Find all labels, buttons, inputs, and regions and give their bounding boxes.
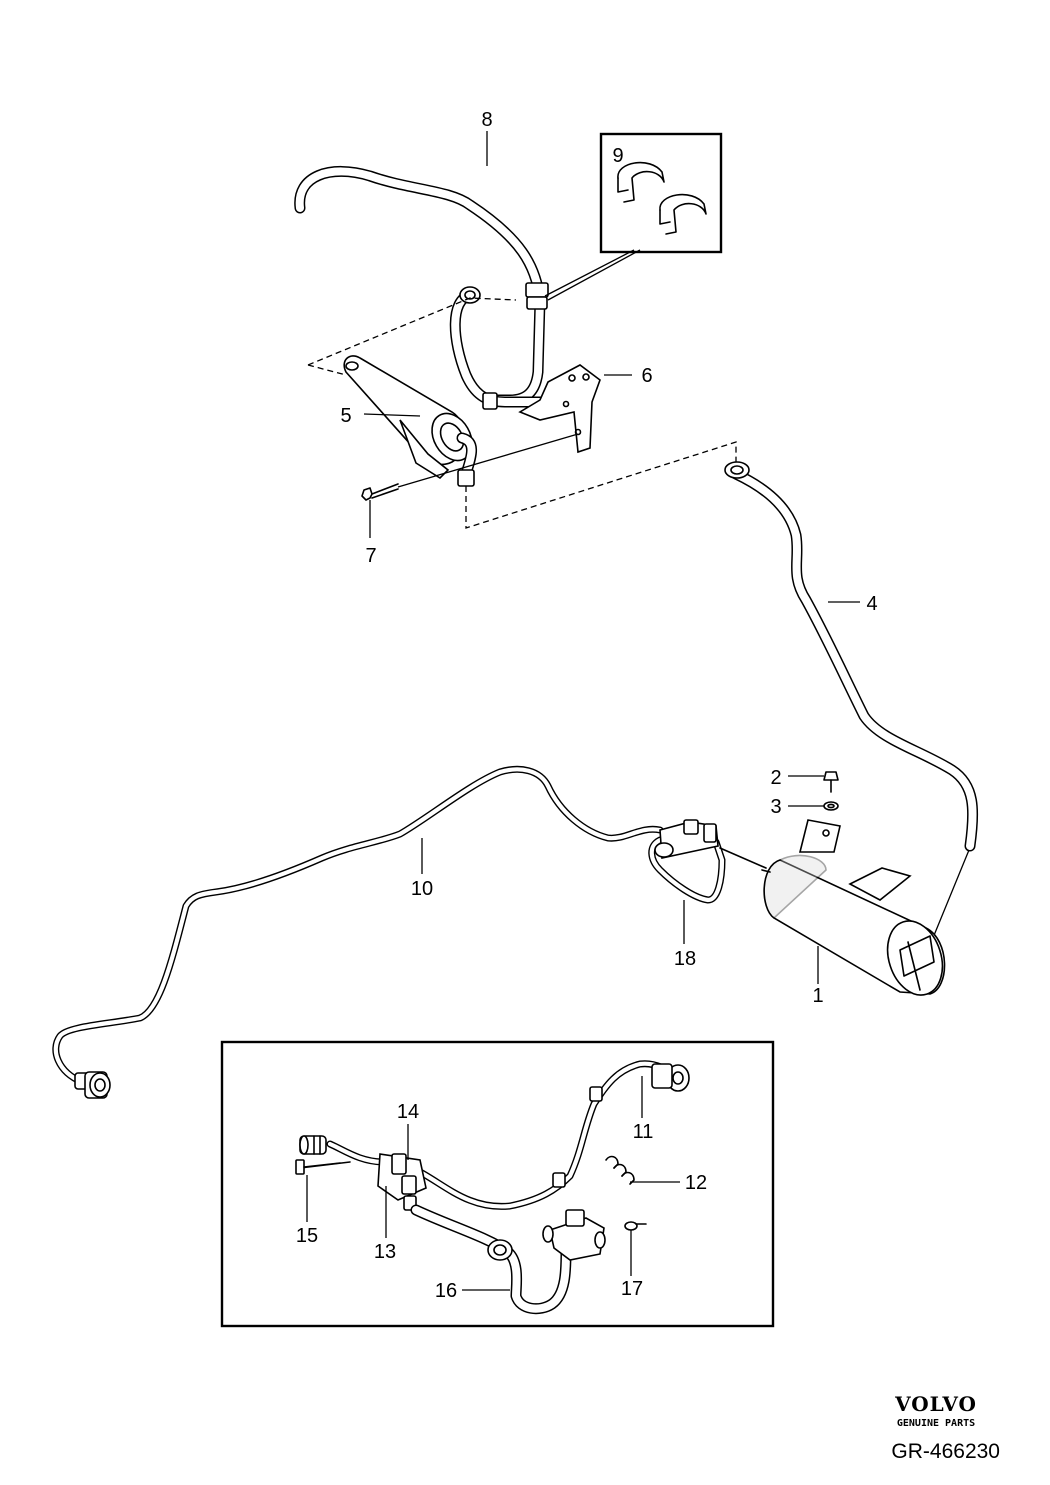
clips-12: [605, 1155, 635, 1185]
callout-15: 15: [296, 1225, 318, 1247]
leader-lines: [306, 131, 860, 1291]
callout-17: 17: [621, 1278, 643, 1300]
hose-16: [410, 1204, 572, 1315]
hose-loop: [449, 286, 561, 410]
pipe-10: [52, 765, 664, 1099]
callout-10: 10: [411, 878, 433, 900]
callout-11: 11: [633, 1121, 654, 1143]
clip-detail-box: [544, 132, 723, 301]
callout-12: 12: [685, 1172, 707, 1194]
callout-9: 9: [612, 145, 623, 167]
callout-2: 2: [770, 767, 781, 789]
brand-block: VOLVO GENUINE PARTS GR-466230: [891, 1392, 1000, 1463]
drawing-reference: GR-466230: [891, 1440, 1000, 1463]
valve-right: [542, 1209, 606, 1261]
bolt-7: [361, 483, 399, 501]
callout-5: 5: [340, 405, 351, 427]
bracket-6: [518, 364, 601, 454]
valve-13-14: [377, 1153, 427, 1211]
canister-5: [343, 355, 477, 487]
bolt-2: [823, 771, 839, 793]
callout-7: 7: [365, 545, 376, 567]
callout-3: 3: [770, 796, 781, 818]
canister-1: [761, 819, 946, 996]
callouts: 8 9 6 5 7 4 2 3 10 18 1 14 11 12 15 13 1…: [296, 109, 878, 1302]
callout-4: 4: [866, 593, 877, 615]
callout-18: 18: [674, 948, 696, 970]
callout-13: 13: [374, 1241, 396, 1263]
volvo-logo: VOLVO: [894, 1392, 977, 1416]
connector-left: [299, 1135, 327, 1155]
genuine-parts-label: GENUINE PARTS: [897, 1418, 975, 1429]
bolt-17: [624, 1221, 647, 1231]
lower-detail-box: [220, 1040, 775, 1328]
pipe-18: [648, 819, 767, 904]
bolt-15: [295, 1159, 351, 1175]
hose-8: [294, 165, 549, 406]
callout-8: 8: [481, 109, 492, 131]
hose-4: [724, 461, 979, 951]
callout-6: 6: [641, 365, 652, 387]
callout-1: 1: [812, 985, 823, 1007]
washer-3: [823, 801, 839, 811]
callout-14: 14: [397, 1101, 419, 1123]
dashed-guides: [307, 297, 737, 529]
callout-16: 16: [435, 1280, 457, 1302]
